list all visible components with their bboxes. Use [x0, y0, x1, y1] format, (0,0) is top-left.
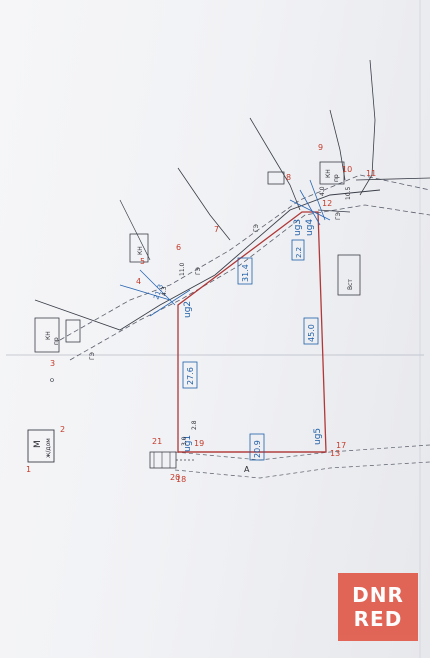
svg-text:20.9: 20.9 — [253, 440, 262, 458]
point-ug1: ug1 — [183, 435, 193, 452]
small-label: ГЭ — [253, 224, 260, 232]
legend-box — [27, 429, 55, 463]
measurement-ray — [289, 179, 331, 226]
point-number: 6 — [176, 243, 181, 252]
building-box — [267, 171, 285, 185]
point-ug3: ug3 — [293, 219, 303, 236]
dnr-red-watermark: DNR RED — [338, 573, 418, 641]
small-label: ГЭ — [195, 267, 202, 275]
point-number: 2 — [60, 425, 65, 434]
point-number: 8 — [286, 173, 291, 182]
watermark-line-2: RED — [353, 607, 403, 631]
small-label: 2.8 — [191, 420, 198, 430]
point-ug2: ug2 — [183, 301, 193, 318]
small-label: пр — [53, 337, 60, 345]
measurement-ray — [119, 269, 191, 317]
watermark-line-1: DNR — [352, 583, 404, 607]
svg-text:45.0: 45.0 — [307, 324, 316, 342]
point-number: 9 — [318, 143, 323, 152]
length-label-east: 45.0 — [303, 317, 319, 345]
building-box — [319, 161, 345, 185]
point-number: 13 — [330, 449, 340, 458]
building-box — [129, 233, 149, 263]
building-box — [34, 317, 60, 353]
point-number: 5 — [140, 257, 145, 266]
point-ug5: ug5 — [313, 428, 323, 445]
small-label: ГЭ — [89, 352, 96, 360]
legend-sub: ж/дом — [45, 438, 52, 458]
svg-text:27.6: 27.6 — [186, 367, 195, 385]
neighbor-boundary — [317, 209, 351, 213]
small-label: 10.5 — [345, 186, 352, 200]
length-label-south: 27.6 — [182, 361, 198, 389]
svg-text:31.4: 31.4 — [241, 264, 250, 282]
neighbor-boundary — [177, 167, 231, 241]
small-label: 11.0 — [179, 262, 186, 276]
neighbor-boundary — [249, 117, 301, 211]
small-label: 4.0 — [319, 186, 326, 196]
point-number: 11 — [366, 169, 376, 178]
legend-label: M — [33, 440, 43, 448]
reference-mark — [50, 378, 54, 382]
point-number: 3 — [50, 359, 55, 368]
small-label: пр — [333, 174, 340, 182]
length-label-north: 31.4 — [237, 257, 253, 285]
small-label: ГЭ — [335, 212, 342, 220]
boundary-dashed-line — [59, 174, 430, 341]
small-label: КН — [325, 169, 332, 178]
point-number: 21 — [152, 437, 162, 446]
point-number: 19 — [194, 439, 204, 448]
building-box — [337, 254, 361, 296]
length-label-west: 20.9 — [249, 433, 265, 461]
point-number: 20 — [170, 473, 180, 482]
point-number: 12 — [322, 199, 332, 208]
small-label: КН — [45, 331, 52, 340]
point-number: 7 — [214, 225, 219, 234]
length-label-corner: 2.2 — [291, 239, 305, 261]
point-number: 17 — [336, 441, 346, 450]
small-label: Вст — [347, 279, 354, 290]
point-number: 1 — [26, 465, 31, 474]
small-label: КН — [137, 246, 144, 255]
small-label: 3.0 — [181, 436, 188, 446]
neighbor-boundary — [359, 59, 376, 196]
point-number: 4 — [136, 277, 141, 286]
boundary-dashed-line — [174, 461, 430, 479]
building-box — [65, 319, 81, 343]
neighbor-boundary — [34, 189, 381, 331]
small-label: 4.3 — [161, 286, 168, 296]
boundary-dashed-line — [69, 204, 430, 361]
point-number: 10 — [342, 165, 352, 174]
svg-text:2.2: 2.2 — [295, 247, 303, 258]
point-number: 18 — [176, 475, 186, 484]
neighbor-boundary — [329, 109, 346, 181]
point-ug4: ug4 — [305, 219, 315, 236]
neighbor-boundary — [355, 177, 430, 181]
neighbor-boundary — [119, 199, 151, 261]
boundary-dashed-line — [174, 444, 430, 461]
small-label: А — [244, 465, 250, 474]
